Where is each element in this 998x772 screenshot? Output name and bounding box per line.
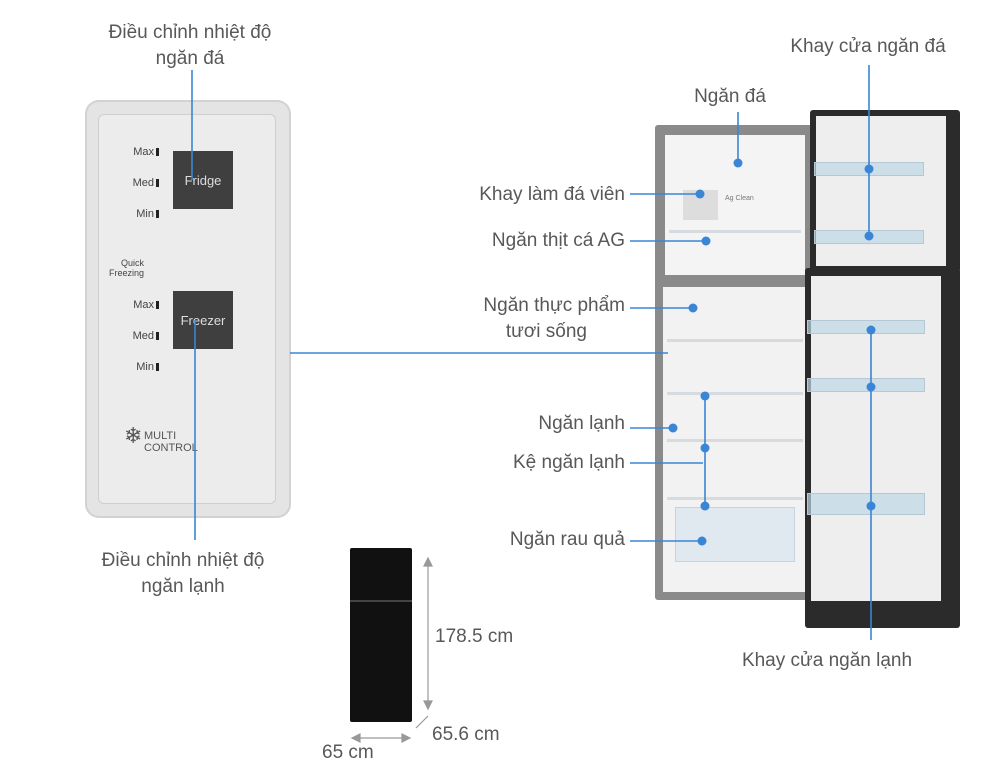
height-dimension: 178.5 cm <box>435 626 514 647</box>
fridge-button[interactable]: Fridge <box>173 151 233 209</box>
label-fridge-compartment: Ngăn lạnh <box>538 413 625 434</box>
label-line: ngăn đá <box>155 48 225 69</box>
label-freezer-door-tray: Khay cửa ngăn đá <box>790 36 946 57</box>
width-dimension: 65 cm <box>322 742 374 763</box>
logo-line: MULTI <box>144 430 177 442</box>
ag-clean-text: Ag Clean <box>725 195 754 202</box>
fridge-closed-image <box>350 548 412 722</box>
label-line: Quick <box>120 258 144 268</box>
label-freezer: Ngăn đá <box>694 86 766 107</box>
label-line: tươi sống <box>505 321 587 342</box>
dot-shelf <box>700 391 710 401</box>
freezer-door <box>810 110 960 272</box>
snowflake-icon: ❄ <box>124 423 143 448</box>
dot-ice-tray <box>695 189 705 199</box>
dot-freezer-door-tray <box>864 164 874 174</box>
label-vegetable: Ngăn rau quả <box>509 529 625 550</box>
freezer-compartment: Ag Clean <box>665 135 805 275</box>
label-fridge-door-tray: Khay cửa ngăn lạnh <box>741 650 913 671</box>
dot-fridge-door-tray <box>866 325 876 335</box>
dot-fridge <box>668 423 678 433</box>
fridge-level-min: Min <box>99 208 159 220</box>
dot-shelf <box>700 501 710 511</box>
label-meat-fish: Ngăn thịt cá AG <box>491 230 625 251</box>
freezer-level-max: Max <box>99 299 159 311</box>
label-fridge-shelf: Kệ ngăn lạnh <box>513 452 625 473</box>
freezer-shelf <box>669 230 801 233</box>
label-line: ngăn lạnh <box>141 576 225 597</box>
control-panel: Max Med Min Quick Freezing Max Med Min F… <box>85 100 291 518</box>
dot-fridge-door-tray <box>866 501 876 511</box>
freezer-level-min: Min <box>99 361 159 373</box>
dot-freezer-door-tray <box>864 231 874 241</box>
dot-fridge-door-tray <box>866 382 876 392</box>
label-line: Freezing <box>108 268 144 278</box>
dot-fresh-food <box>688 303 698 313</box>
label-ice-tray: Khay làm đá viên <box>479 184 625 205</box>
fridge-door <box>805 268 960 628</box>
dimension-arrows <box>350 556 433 743</box>
fridge-level-med: Med <box>99 177 159 189</box>
freezer-button[interactable]: Freezer <box>173 291 233 349</box>
fridge-control-label: Điều chỉnh nhiệt độ ngăn lạnh <box>83 548 283 600</box>
dot-freezer <box>733 158 743 168</box>
control-panel-face: Max Med Min Quick Freezing Max Med Min F… <box>98 114 276 504</box>
multi-control-logo: ❄ MULTI CONTROL <box>124 425 198 455</box>
label-line: Điều chỉnh nhiệt độ <box>108 22 272 43</box>
freezer-level-med: Med <box>99 330 159 342</box>
quick-freezing-label: Quick Freezing <box>99 258 144 278</box>
label-line: Ngăn thực phẩm <box>483 295 625 316</box>
fridge-level-max: Max <box>99 146 159 158</box>
dot-shelf <box>700 443 710 453</box>
dot-vegetable <box>697 536 707 546</box>
depth-dimension: 65.6 cm <box>432 724 500 745</box>
dot-meat-fish <box>701 236 711 246</box>
label-line: Điều chỉnh nhiệt độ <box>101 550 265 571</box>
vegetable-drawer <box>675 507 795 562</box>
label-fresh-food: Ngăn thực phẩm tươi sống <box>425 293 625 345</box>
logo-line: CONTROL <box>144 442 198 454</box>
freezer-control-label: Điều chỉnh nhiệt độ ngăn đá <box>90 20 290 72</box>
